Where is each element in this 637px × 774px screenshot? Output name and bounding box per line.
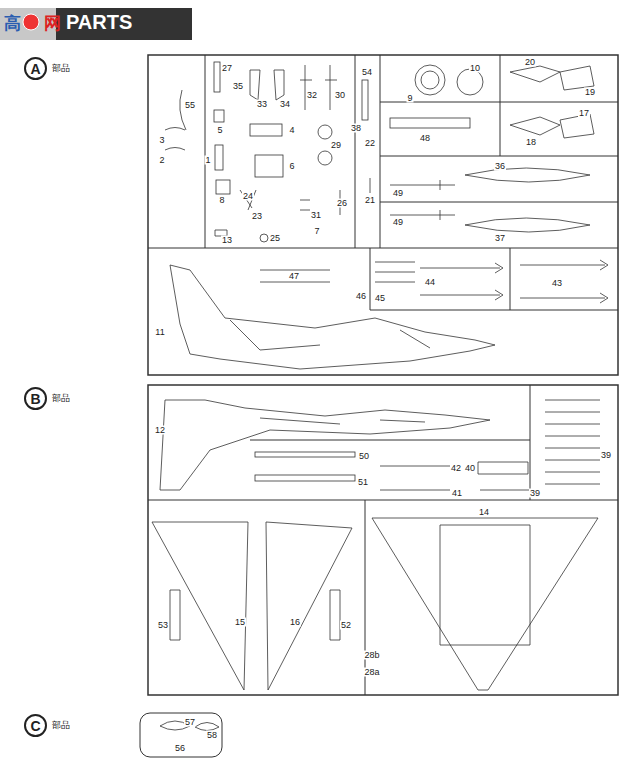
watermark: 网 [44,15,61,32]
part-number: 42 [450,464,462,473]
part-number: 52 [340,621,352,630]
part-number: 23 [251,212,263,221]
sprue-letter: C 部品 [24,714,70,737]
sprue-letter-circle: B [24,387,47,410]
part-number: 39 [600,451,612,460]
part-number: 13 [221,236,233,245]
part-number: 21 [364,196,376,205]
part-number: 20 [524,58,536,67]
part-number: 28a [363,668,380,677]
part-number: 30 [334,91,346,100]
part-number: 6 [288,162,295,171]
part-drawings [152,62,608,731]
part-number: 8 [218,196,225,205]
part-number: 34 [279,100,291,109]
part-number: 29 [330,141,342,150]
part-number: 5 [216,126,223,135]
part-number: 35 [232,82,244,91]
part-number: 15 [234,618,246,627]
part-number: 7 [313,227,320,236]
part-number: 49 [392,189,404,198]
part-number: 43 [551,279,563,288]
sprue-frames [140,55,618,757]
part-number: 12 [154,426,166,435]
part-number: 54 [361,68,373,77]
part-number: 49 [392,218,404,227]
part-number: 47 [288,272,300,281]
part-number: 9 [406,94,413,103]
part-number: 50 [358,452,370,461]
part-number: 3 [158,136,165,145]
part-number: 18 [525,138,537,147]
part-number: 14 [478,508,490,517]
part-number: 39 [529,489,541,498]
sprue-letter-circle: A [24,57,47,80]
part-number: 40 [464,464,476,473]
part-number: 33 [256,100,268,109]
part-number: 31 [310,211,322,220]
sprue-heading: 部品 [52,394,70,403]
part-number: 2 [158,156,165,165]
part-number: 48 [419,134,431,143]
part-number: 51 [357,478,369,487]
part-number: 36 [494,162,506,171]
part-number: 19 [584,88,596,97]
part-number: 16 [289,618,301,627]
part-number: 55 [184,101,196,110]
part-number: 56 [174,744,186,753]
logo-icon [23,14,39,30]
part-number: 53 [157,621,169,630]
part-number: 25 [269,234,281,243]
part-number: 4 [288,126,295,135]
part-number: 41 [451,489,463,498]
title-bar [56,8,192,40]
part-number: 46 [355,292,367,301]
watermark: 高 [4,15,21,32]
part-number: 57 [184,718,196,727]
part-number: 58 [206,731,218,740]
sprue-letter: B 部品 [24,387,70,410]
part-number: 26 [336,199,348,208]
header-band [0,8,192,40]
part-number: 1 [204,156,211,165]
sprue-heading: 部品 [52,64,70,73]
part-number: 27 [221,64,233,73]
part-number: 24 [242,192,254,201]
page-title: PARTS [66,12,132,32]
part-number: 28b [363,651,380,660]
part-number: 11 [154,328,165,337]
part-number: 17 [578,109,590,118]
part-number: 37 [494,234,506,243]
sprue-letter: A 部品 [24,57,70,80]
part-number: 10 [469,64,481,73]
part-number: 38 [350,124,362,133]
part-number: 45 [374,294,386,303]
sprue-letter-circle: C [24,714,47,737]
part-number: 32 [306,91,318,100]
part-number: 22 [364,139,376,148]
sprue-heading: 部品 [52,721,70,730]
part-number: 44 [424,278,436,287]
